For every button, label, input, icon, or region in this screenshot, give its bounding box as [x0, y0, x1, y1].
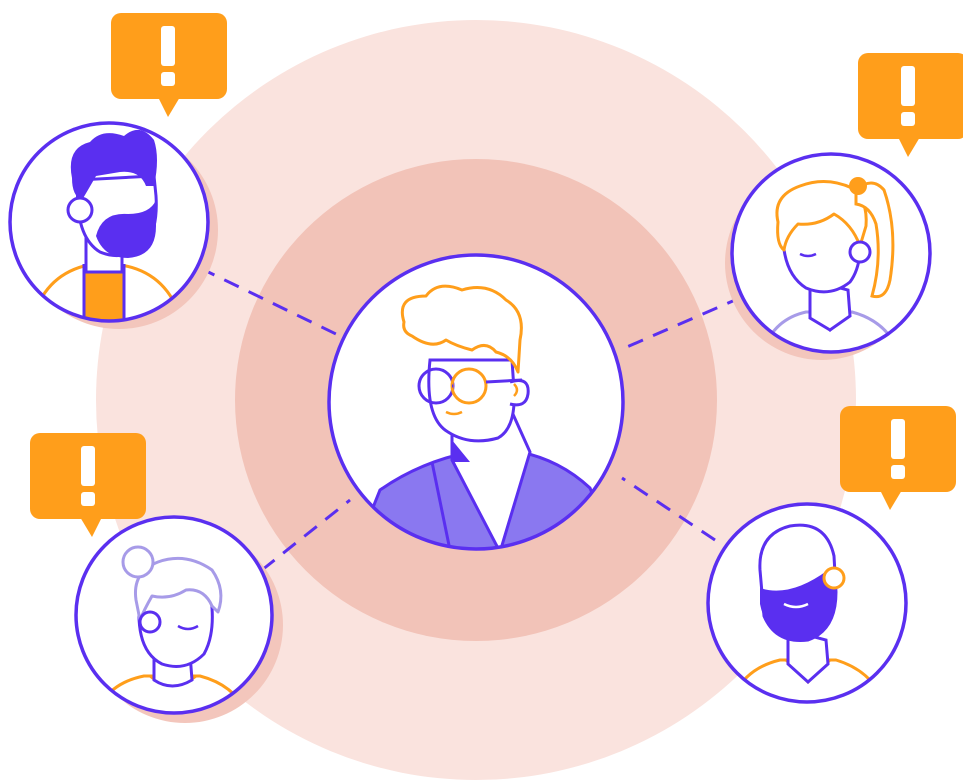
- center-avatar: [327, 253, 625, 551]
- avatar-top-left: [8, 121, 210, 323]
- alert-bubble-top-right: [858, 53, 963, 157]
- exclamation-icon: [81, 446, 95, 506]
- alert-bubble-top-left: [111, 13, 227, 117]
- exclamation-icon: [891, 419, 905, 479]
- connectors: [199, 266, 743, 572]
- connector-top-right: [619, 295, 743, 352]
- alert-bubble-bottom-right: [840, 406, 956, 510]
- alert-bubble-bottom-left: [30, 433, 146, 537]
- exclamation-icon: [901, 66, 915, 126]
- exclamation-icon: [161, 26, 175, 86]
- avatar-bottom-right: [706, 502, 908, 704]
- connector-bottom-left: [261, 498, 351, 572]
- connector-bottom-right: [621, 476, 716, 542]
